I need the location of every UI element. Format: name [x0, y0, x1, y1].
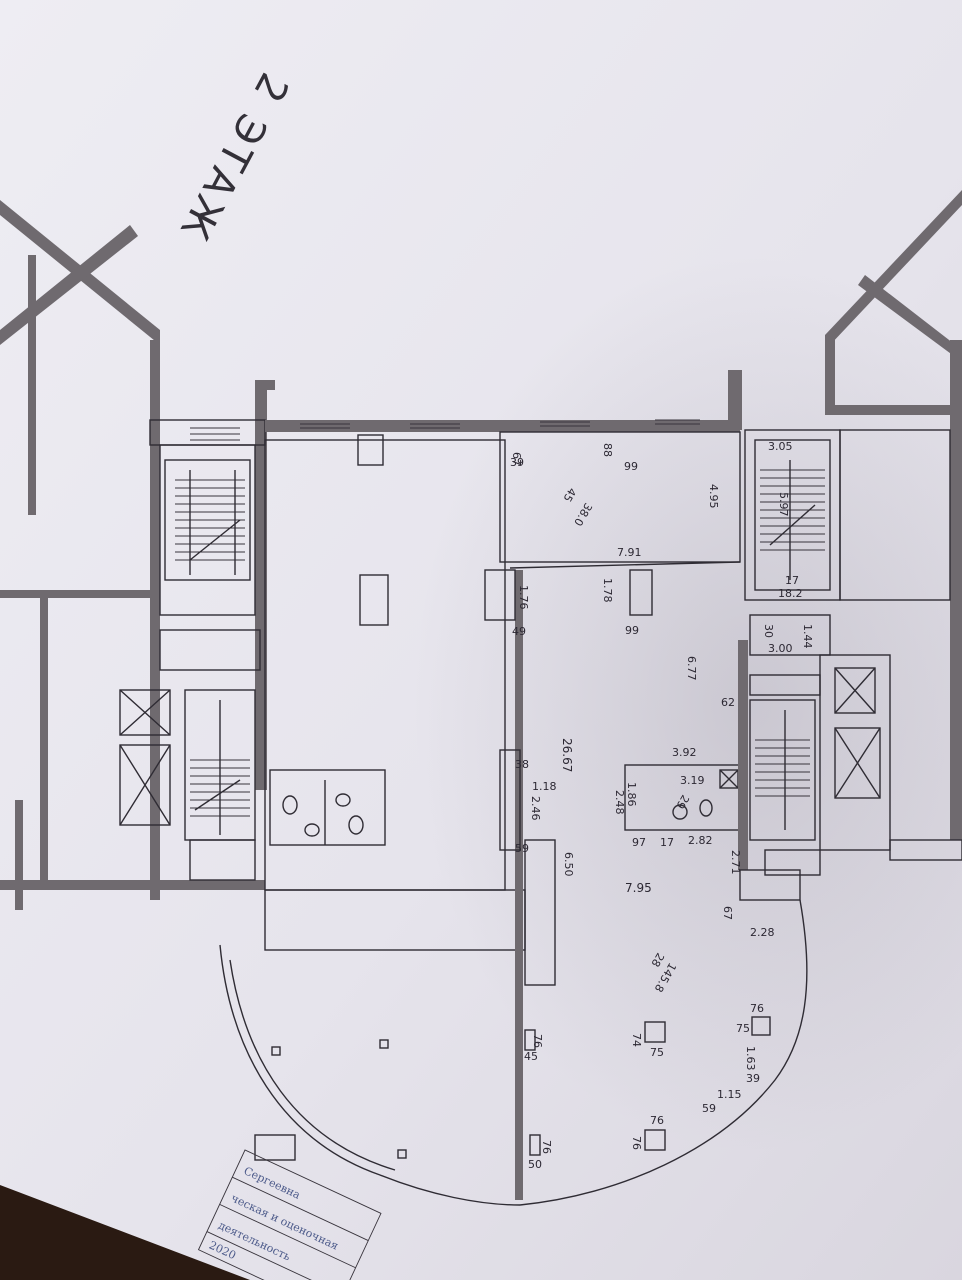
dim-label: 59 [515, 842, 529, 855]
stair-left-1 [164, 459, 251, 581]
dim-label: 2.71 [729, 850, 742, 875]
floor-plan: 67 39 88 99 4.95 45 38.0 7.91 3.05 5.97 … [0, 190, 962, 1206]
dim-label: 45 [560, 486, 578, 505]
dim-label: 67 [510, 452, 523, 466]
lift-shaft-right [834, 667, 881, 799]
dim-label: 2.28 [750, 926, 775, 939]
dim-label: 1.78 [601, 578, 614, 603]
dim-label: 7.95 [625, 881, 652, 895]
dim-label: 74 [630, 1033, 643, 1047]
toilet-block-left [269, 769, 386, 846]
dim-label: 76 [540, 1140, 553, 1154]
dim-label: 1.18 [532, 780, 557, 793]
dim-label: 76 [650, 1114, 664, 1127]
dim-label: 45 [524, 1050, 538, 1063]
dim-label: 3.92 [672, 746, 697, 759]
dimension-labels: 67 39 88 99 4.95 45 38.0 7.91 3.05 5.97 … [510, 440, 814, 1171]
dim-label: 29 [673, 793, 691, 812]
dim-label: 5.97 [777, 492, 790, 517]
dim-label: 99 [625, 624, 639, 637]
dim-label: 59 [702, 1102, 716, 1115]
dim-label: 38 [515, 758, 529, 771]
dim-label: 4.95 [707, 484, 720, 509]
dim-label: 3.00 [768, 642, 793, 655]
dim-label: 1.86 [625, 782, 638, 807]
dim-label: 3.05 [768, 440, 793, 453]
dim-label: 18.2 [778, 587, 803, 600]
dim-label: 2.46 [529, 796, 542, 821]
dim-label: 75 [736, 1022, 750, 1035]
dim-label: 75 [650, 1046, 664, 1059]
dim-label: 76 [750, 1002, 764, 1015]
dim-label: 1.44 [801, 624, 814, 649]
central-block [219, 370, 808, 1206]
dim-label: 2.48 [613, 790, 626, 815]
dim-label: 67 [721, 906, 734, 920]
dim-label: 49 [512, 625, 526, 638]
dim-label: 17 [660, 836, 674, 849]
dim-label: 50 [528, 1158, 542, 1171]
dim-label: 26.67 [560, 738, 574, 772]
dim-label: 62 [721, 696, 735, 709]
right-wing [744, 190, 962, 876]
dim-label: 99 [624, 460, 638, 473]
dim-label: 1.76 [517, 585, 530, 610]
dim-label: 39 [510, 456, 524, 469]
dim-label: 30 [762, 624, 775, 638]
dim-label: 28 [648, 951, 666, 970]
dim-label: 3.19 [680, 774, 705, 787]
dim-label: 7.91 [617, 546, 642, 559]
dim-label: 76 [630, 1136, 643, 1150]
dim-label: 17 [785, 574, 799, 587]
dim-label: 6.77 [685, 656, 698, 681]
lift-shaft-left [119, 689, 171, 826]
dim-label: 2.82 [688, 834, 713, 847]
dim-label: 97 [632, 836, 646, 849]
dim-label: 76 [531, 1034, 544, 1048]
dim-label: 1.63 [744, 1046, 757, 1071]
dim-label: 39 [746, 1072, 760, 1085]
dim-label: 1.15 [717, 1088, 742, 1101]
left-wing [0, 200, 526, 951]
dim-label: 88 [601, 443, 614, 457]
dim-label: 6.50 [562, 852, 575, 877]
